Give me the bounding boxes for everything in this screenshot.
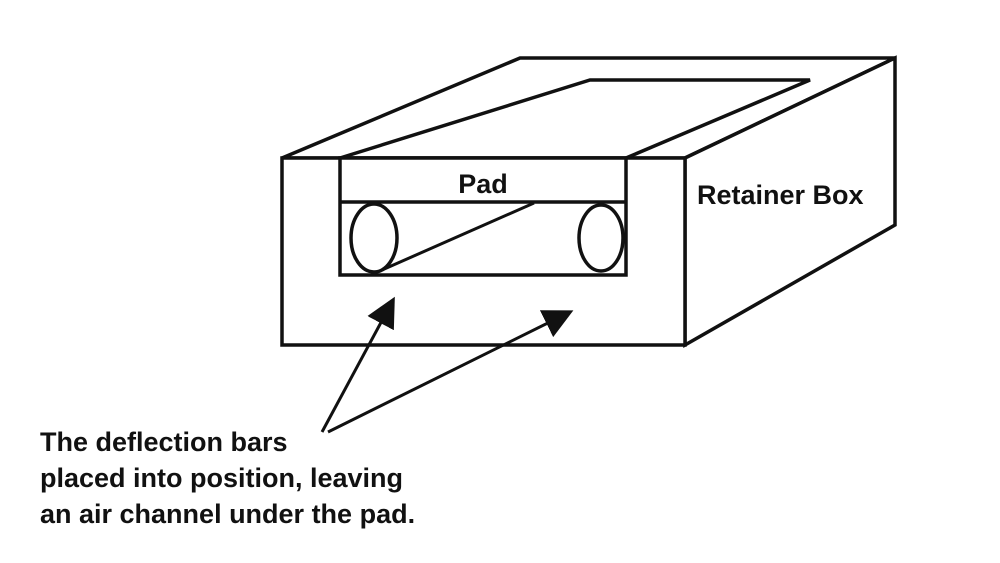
pad-label: Pad [458, 169, 508, 199]
arrow-to-left-bar [320, 296, 395, 433]
retainer-box-label: Retainer Box [697, 180, 864, 210]
caption: The deflection bars placed into position… [40, 424, 480, 532]
caption-line-1: The deflection bars [40, 427, 288, 457]
arrow-to-air-channel [327, 310, 574, 434]
bar-diagonal-line [381, 201, 535, 272]
front-cavity [338, 156, 628, 277]
deflection-bar-left [349, 202, 399, 274]
caption-line-3: an air channel under the pad. [40, 499, 416, 529]
deflection-bar-right [577, 203, 625, 273]
caption-line-2: placed into position, leaving [40, 463, 404, 493]
inner-top-opening [339, 78, 811, 160]
